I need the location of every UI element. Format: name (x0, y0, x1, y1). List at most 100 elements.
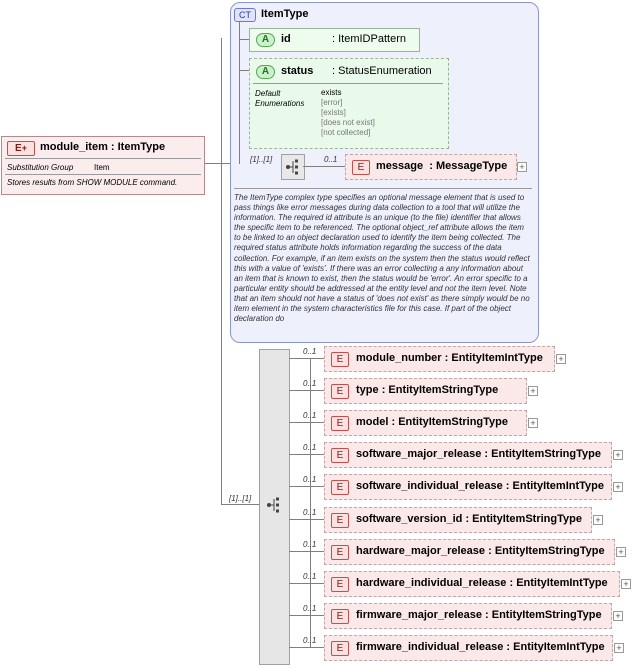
element-type: : EntityItemStringType (391, 416, 508, 429)
child-cardinality: 0..1 (303, 603, 317, 613)
child-connector (289, 454, 324, 456)
message-element[interactable]: E message : MessageType (345, 154, 517, 180)
element-name: type (356, 384, 379, 397)
child-cardinality: 0..1 (303, 475, 317, 485)
substitution-value: Item (94, 163, 110, 172)
element-name: hardware_individual_release (356, 576, 507, 589)
element-type: : EntityItemIntType (509, 576, 608, 589)
enum-value: [does not exist] (321, 118, 375, 127)
child-cardinality: 0..1 (303, 539, 317, 549)
element-type: : EntityItemIntType (444, 352, 543, 364)
expand-icon[interactable]: + (616, 546, 626, 557)
element-label: module_number : EntityItemIntType (356, 352, 543, 364)
expand-icon[interactable]: + (556, 354, 566, 364)
default-label: Default (255, 89, 281, 98)
divider (5, 158, 201, 159)
element-type: : EntityItemStringType (485, 608, 602, 621)
child-cardinality: 0..1 (303, 411, 317, 421)
attribute-status[interactable]: A status : StatusEnumeration Default Enu… (249, 58, 449, 149)
message-cardinality: 0..1 (324, 155, 338, 164)
child-connector (289, 518, 324, 520)
complex-type-badge-icon: CT (234, 8, 256, 22)
child-connector (289, 582, 324, 584)
element-label: software_major_release : EntityItemStrin… (356, 448, 601, 460)
children-spine (310, 358, 311, 647)
expand-icon[interactable]: + (528, 386, 538, 397)
element-name: hardware_major_release (356, 544, 486, 557)
divider (5, 174, 201, 175)
child-connector (289, 614, 324, 616)
seq-branch-line (221, 504, 266, 505)
element-name: module_number (356, 352, 442, 364)
expand-icon[interactable]: + (517, 162, 527, 172)
child-cardinality: 0..1 (303, 443, 317, 453)
message-line (303, 166, 345, 167)
attr-line (239, 39, 249, 40)
divider (253, 83, 443, 84)
element-label: hardware_individual_release : EntityItem… (356, 577, 608, 589)
element-name: model (356, 416, 389, 429)
child-connector (289, 486, 324, 488)
root-element[interactable]: E+ module_item : ItemType Substitution G… (1, 136, 205, 195)
complex-type-name: ItemType (261, 8, 309, 20)
sequence-compositor[interactable] (281, 154, 305, 180)
element-label: software_version_id : EntityItemStringTy… (356, 513, 582, 525)
expand-icon[interactable]: + (613, 482, 623, 493)
element-badge-icon: E (331, 640, 349, 656)
child-cardinality: 0..1 (303, 635, 317, 645)
sequence-cardinality: [1]..[1] (250, 155, 273, 164)
sequence-cardinality: [1]..[1] (229, 494, 252, 503)
element-type: : EntityItemIntType (506, 640, 605, 653)
attribute-id[interactable]: A id : ItemIDPattern (249, 28, 420, 52)
attribute-badge-icon: A (256, 33, 275, 47)
expand-icon[interactable]: + (614, 642, 624, 653)
expand-icon[interactable]: + (621, 578, 631, 589)
element-type: : EntityItemStringType (465, 512, 582, 525)
child-cardinality: 0..1 (303, 379, 317, 389)
child-connector (289, 358, 324, 359)
element-name: software_individual_release (356, 480, 503, 493)
enum-value: [not collected] (321, 128, 371, 137)
complex-type-description: The ItemType complex type specifies an o… (234, 193, 530, 324)
child-cardinality: 0..1 (303, 507, 317, 517)
trunk-line (221, 38, 222, 505)
element-label: model : EntityItemStringType (356, 416, 508, 428)
element-type: : EntityItemIntType (505, 480, 604, 493)
element-name: firmware_major_release (356, 608, 482, 621)
element-type: : EntityItemStringType (488, 544, 605, 557)
element-label: firmware_major_release : EntityItemStrin… (356, 609, 602, 621)
child-connector (289, 550, 324, 552)
child-connector (289, 422, 324, 424)
element-badge-icon: E (331, 576, 349, 592)
enum-value: [error] (321, 98, 343, 107)
element-name: message : MessageType (376, 160, 508, 172)
element-badge-icon: E (331, 512, 349, 528)
ct-attr-line (239, 22, 240, 164)
element-badge-icon: E (331, 384, 349, 400)
element-type: : EntityItemStringType (381, 384, 499, 397)
expand-icon[interactable]: + (593, 514, 603, 525)
element-type: : EntityItemStringType (484, 448, 601, 461)
element-name: software_major_release (356, 448, 482, 461)
root-doc: Stores results from SHOW MODULE command. (7, 178, 178, 187)
expand-icon[interactable]: + (613, 610, 623, 621)
attr-line (239, 70, 249, 71)
attribute-name: status (281, 65, 314, 77)
element-label: hardware_major_release : EntityItemStrin… (356, 545, 605, 557)
element-badge-icon: E (331, 544, 349, 560)
expand-icon[interactable]: + (613, 450, 623, 461)
element-badge-icon: E (331, 416, 349, 432)
root-connector (203, 163, 221, 164)
element-badge-icon: E+ (7, 141, 35, 156)
expand-icon[interactable]: + (528, 418, 538, 429)
